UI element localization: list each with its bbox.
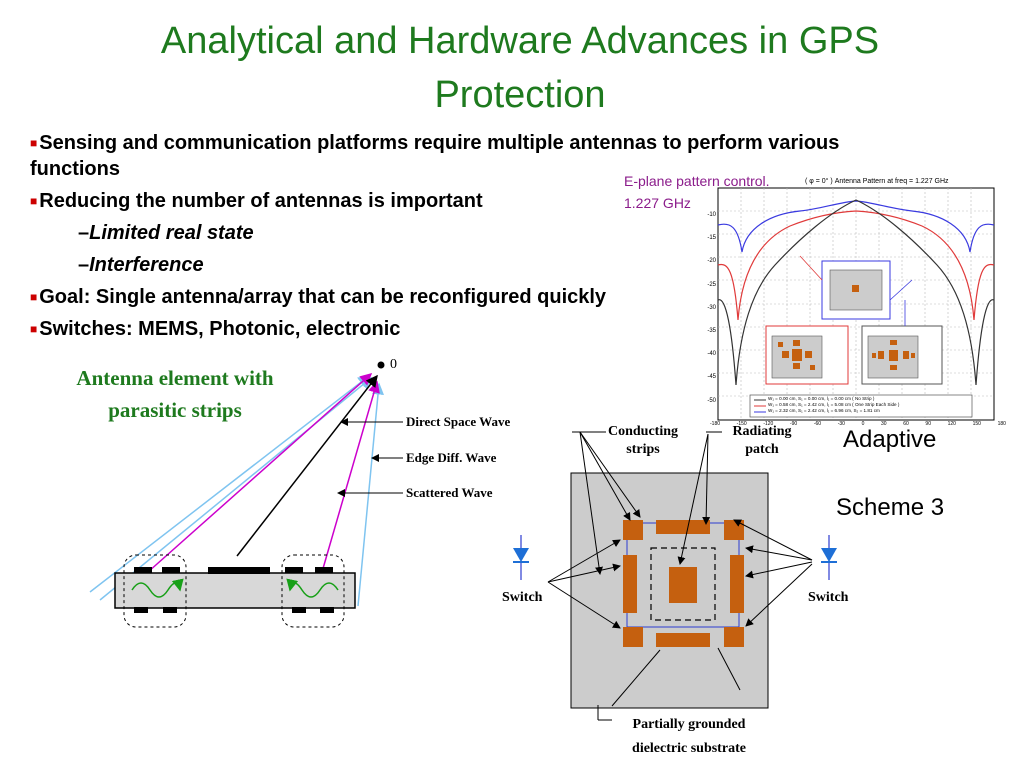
radiating-patch — [669, 567, 697, 603]
bullet-square-icon: ■ — [30, 290, 38, 304]
scheme-label: Scheme 3 — [836, 494, 945, 521]
label-edge-diff-wave: Edge Diff. Wave — [406, 450, 497, 465]
sub-bullet-item: –Limited real state — [78, 222, 254, 244]
plot-caption: E-plane pattern control, 1.227 GHz — [624, 173, 770, 211]
conducting-strips — [623, 520, 744, 647]
conducting-strips-label: Conducting strips — [608, 424, 679, 457]
bullet-item: ■Sensing and communication platforms req… — [30, 132, 840, 180]
bullet-square-icon: ■ — [30, 136, 38, 150]
plot-y-ticks: -10-15 -20-25 -30-35 -40-45 -50 — [707, 212, 716, 404]
plot-legend: W₁ = 0.00 cm, S₁ = 0.00 cm, l₁ = 0.00 cm… — [768, 396, 900, 413]
observer-point — [377, 361, 385, 369]
substrate-block — [114, 572, 356, 609]
slide-title: Analytical and Hardware Advances in GPS … — [160, 20, 880, 116]
radiating-patch-label: Radiating patch — [732, 424, 792, 457]
switch-right-label: Switch — [808, 590, 849, 605]
bullet-square-icon: ■ — [30, 322, 38, 336]
switch-left-label: Switch — [502, 590, 543, 605]
bullet-item: ■Goal: Single antenna/array that can be … — [30, 286, 607, 308]
bullet-list: ■Sensing and communication platforms req… — [30, 130, 930, 342]
dielectric-substrate — [570, 472, 769, 709]
dash-icon: – — [78, 222, 90, 244]
adaptive-label: Adaptive — [843, 426, 937, 453]
label-scattered-wave: Scattered Wave — [406, 485, 493, 500]
switch-right-icon — [821, 535, 837, 580]
plot-header: ( φ = 0° ) Antenna Pattern at freq = 1.2… — [805, 178, 949, 185]
sub-bullet-item: –Interference — [78, 254, 204, 276]
bullet-square-icon: ■ — [30, 194, 38, 208]
observer-label: 0 — [390, 357, 397, 372]
bullet-item: ■Reducing the number of antennas is impo… — [30, 190, 483, 212]
label-direct-space-wave: Direct Space Wave — [406, 414, 511, 429]
left-figure-caption: Antenna element with parasitic strips — [76, 366, 274, 422]
dash-icon: – — [78, 254, 90, 276]
bullet-item: ■Switches: MEMS, Photonic, electronic — [30, 318, 401, 340]
switch-left-icon — [513, 535, 529, 580]
substrate-label: Partially grounded dielectric substrate — [632, 717, 746, 756]
